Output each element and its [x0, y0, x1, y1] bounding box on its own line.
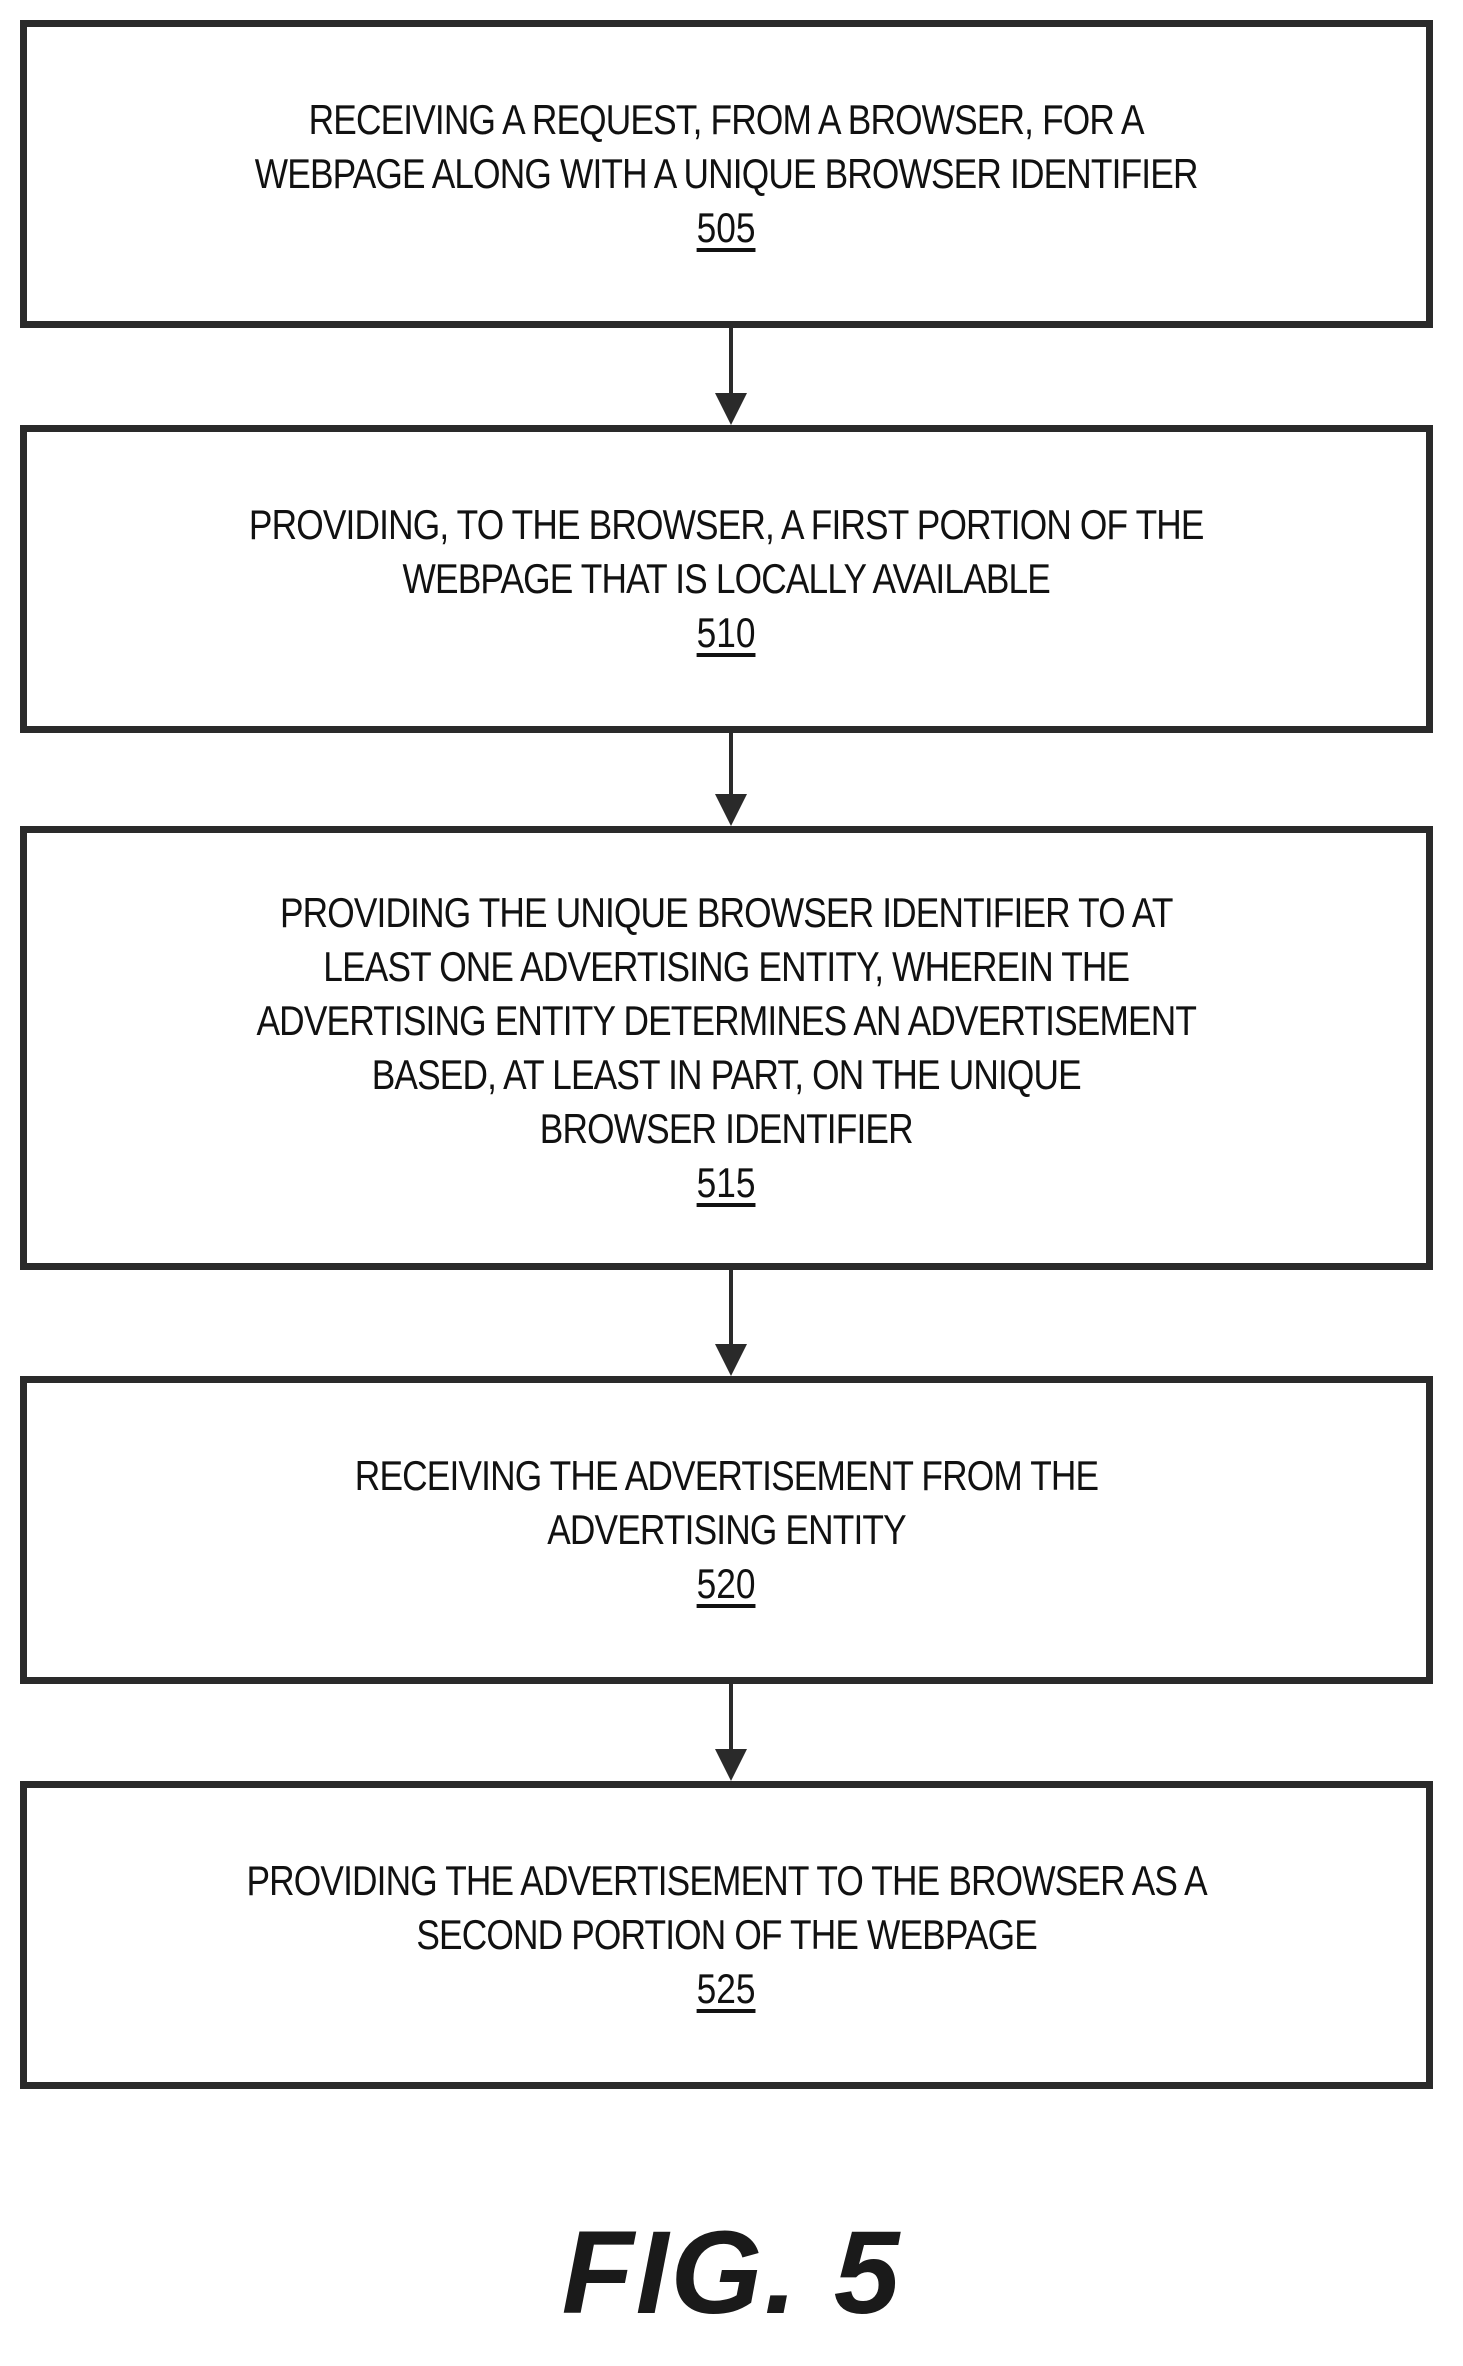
- figure-label: FIG. 5: [0, 2205, 1463, 2341]
